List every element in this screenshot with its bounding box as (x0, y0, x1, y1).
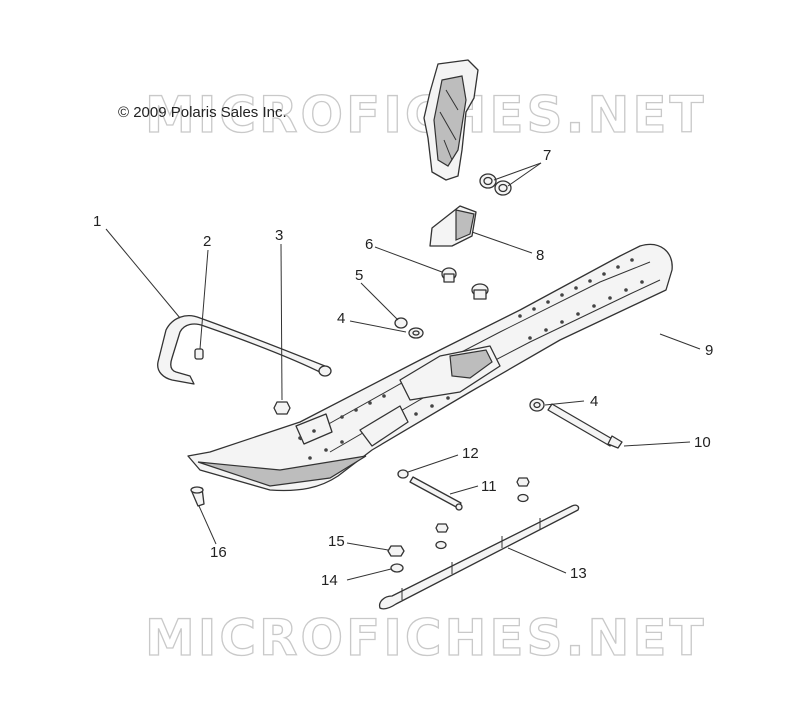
callout-6: 6 (365, 236, 373, 253)
callout-9: 9 (705, 342, 713, 359)
nut-5-part (394, 317, 424, 339)
callout-14: 14 (321, 572, 338, 589)
runner-13-part (378, 504, 580, 610)
callout-3: 3 (275, 227, 283, 244)
runner-nuts-part (435, 477, 530, 550)
watermark-bottom: MICROFICHES.NET (145, 609, 707, 667)
callout-4-lower: 4 (590, 393, 598, 410)
washer-14-part (390, 563, 404, 573)
spindle-part (423, 59, 479, 181)
callout-13: 13 (570, 565, 587, 582)
bolt-10-part (547, 403, 623, 449)
pin-2-part (194, 348, 204, 360)
bolt-6-part (441, 267, 489, 300)
callout-16: 16 (210, 544, 227, 561)
callout-15: 15 (328, 533, 345, 550)
callout-2: 2 (203, 233, 211, 250)
nut-3-part (273, 401, 291, 415)
bushing-part (479, 173, 512, 196)
callout-1: 1 (93, 213, 101, 230)
copyright-notice: © 2009 Polaris Sales Inc. (118, 104, 287, 121)
nut-15-part (387, 545, 405, 557)
bolt-11-part (409, 476, 463, 511)
bracket-part (429, 205, 477, 247)
screw-16-part (190, 486, 205, 507)
callout-11: 11 (481, 478, 497, 495)
washer-12-part (397, 469, 409, 479)
callout-7: 7 (543, 147, 551, 164)
callout-4-upper: 4 (337, 310, 345, 327)
ski-body-part (187, 243, 673, 492)
callout-10: 10 (694, 434, 711, 451)
callout-8: 8 (536, 247, 544, 264)
leader-lines (105, 162, 701, 581)
callout-12: 12 (462, 445, 479, 462)
washer-4-part (529, 398, 545, 412)
handle-part (157, 315, 332, 385)
callout-5: 5 (355, 267, 363, 284)
